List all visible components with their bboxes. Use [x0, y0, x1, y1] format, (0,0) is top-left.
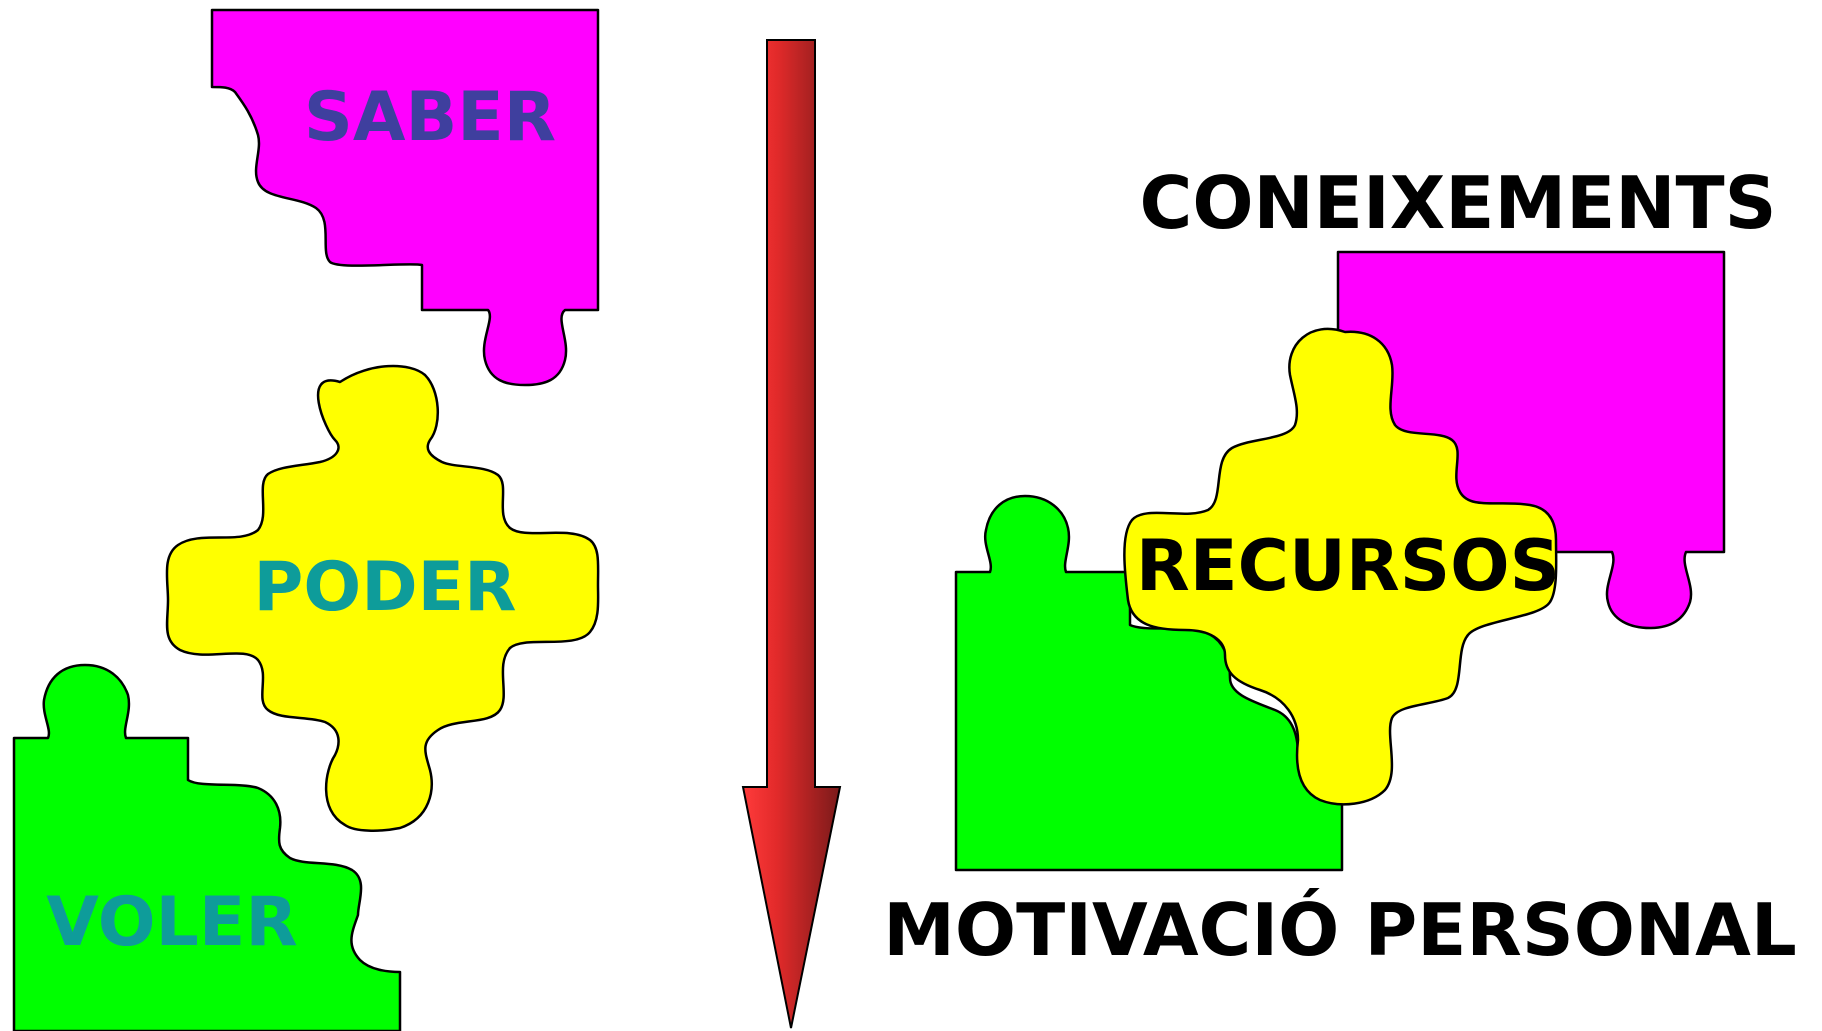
poder-piece-shape: [165, 364, 600, 832]
recursos-label: RECURSOS: [1136, 525, 1560, 607]
saber-piece: SABER: [210, 8, 600, 387]
coneixements-piece-shape: [1336, 250, 1726, 630]
recursos-piece: RECURSOS: [1123, 327, 1560, 806]
coneixements-piece: [1336, 250, 1726, 630]
poder-piece: PODER: [165, 364, 600, 832]
saber-label: SABER: [304, 78, 556, 157]
voler-label: VOLER: [46, 883, 297, 962]
motivacio-label: MOTIVACIÓ PERSONAL: [883, 888, 1797, 972]
down-arrow-icon: [741, 39, 842, 1029]
coneixements-label: CONEIXEMENTS: [1139, 161, 1776, 245]
recursos-piece-shape: [1123, 327, 1558, 806]
voler-piece: VOLER: [12, 663, 402, 1031]
saber-piece-shape: [210, 8, 600, 387]
poder-label: PODER: [254, 548, 517, 627]
voler-piece-shape: [12, 663, 402, 1031]
